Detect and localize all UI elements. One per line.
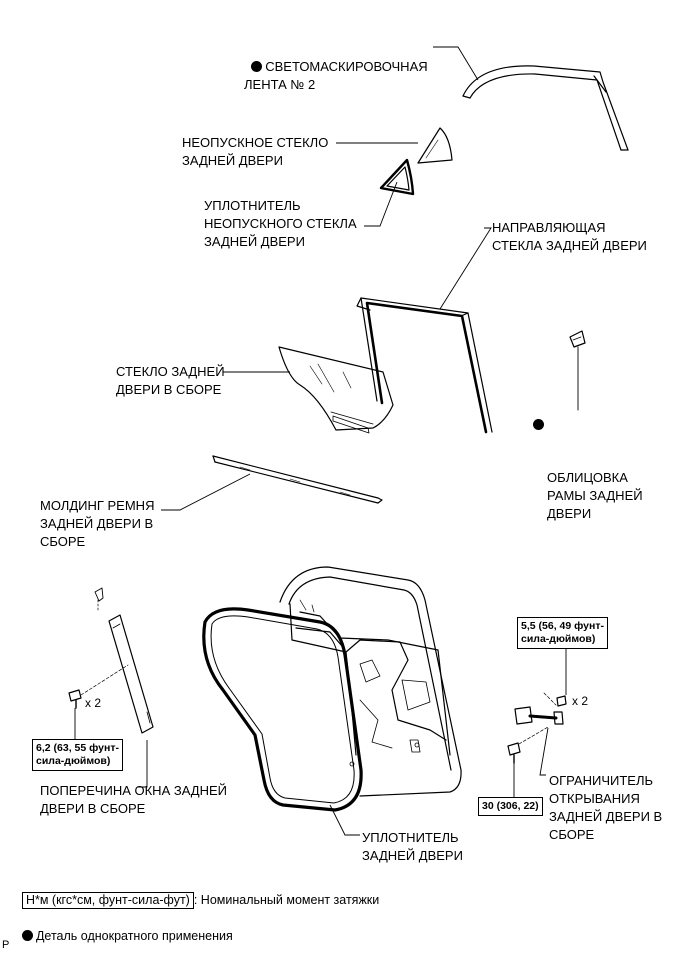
label-glass-run: НАПРАВЛЯЮЩАЯ СТЕКЛА ЗАДНЕЙ ДВЕРИ [492,220,647,253]
fixed-glass-seal-part [379,158,415,196]
weatherstrip-part [202,607,363,812]
leader-fixed-glass-seal [364,181,398,227]
single-use-marker-icon [251,61,263,72]
door-panel [279,566,462,797]
label-frame-garnish-text: ОБЛИЦОВКА РАМЫ ЗАДНЕЙ ДВЕРИ [547,470,643,521]
fixed-glass-sheen [425,139,439,159]
legend-single-use-text: Деталь однократного применения [35,929,233,943]
label-division-bar: ПОПЕРЕЧИНА ОКНА ЗАДНЕЙ ДВЕРИ В СБОРЕ [40,783,228,816]
belt-moulding-part [212,455,383,504]
legend-unit-box: Н*м (кгс*см, фунт-сила-фут) [21,892,194,909]
quantity-multiplier: x 2 [572,694,589,708]
legend-single-use: Деталь однократного применения [15,909,233,945]
legend-torque: Н*м (кгс*см, фунт-сила-фут): Номинальный… [15,873,379,909]
label-weatherstrip: УПЛОТНИТЕЛЬ ЗАДНЕЙ ДВЕРИ [362,830,463,863]
door-glass-part [278,346,394,434]
label-fixed-glass: НЕОПУСКНОЕ СТЕКЛО ЗАДНЕЙ ДВЕРИ [182,135,329,168]
division-bar-part [68,587,154,734]
label-frame-garnish: ОБЛИЦОВКА РАМЫ ЗАДНЕЙ ДВЕРИ [533,415,643,541]
leader-glass-run [439,227,492,310]
leader-division-bar [138,740,148,788]
leader-weatherstrip [329,804,360,836]
torque-box: 5,5 (56, 49 фунт- сила-дюймов) [517,617,608,649]
single-use-marker-icon [21,930,33,941]
leader-belt-moulding [161,473,251,511]
glass-run-part [356,297,493,434]
legend-unit-text: : Номинальный момент затяжки [193,893,380,907]
torque-box: 6,2 (63, 55 фунт- сила-дюймов) [32,739,123,771]
torque-box: 30 (306, 22) [478,797,543,816]
footer-code: P [2,939,10,951]
single-use-marker-icon [533,419,544,430]
frame-garnish-part [569,330,586,411]
leader-tape [433,46,479,81]
leader-check-assy [539,727,549,776]
label-fixed-glass-seal: УПЛОТНИТЕЛЬ НЕОПУСКНОГО СТЕКЛА ЗАДНЕЙ ДВ… [204,198,357,249]
label-door-glass: СТЕКЛО ЗАДНЕЙ ДВЕРИ В СБОРЕ [116,364,225,397]
label-belt-moulding: МОЛДИНГ РЕМНЯ ЗАДНЕЙ ДВЕРИ В СБОРЕ [40,498,155,549]
door-check-part [507,692,567,764]
fixed-glass-part [417,127,453,164]
label-tape-text: СВЕТОМАСКИРОВОЧНАЯ ЛЕНТА № 2 [244,59,428,92]
leader-lines [74,46,567,836]
tape-part [462,65,629,151]
label-tape: СВЕТОМАСКИРОВОЧНАЯ ЛЕНТА № 2 [244,40,428,94]
quantity-multiplier: x 2 [85,696,102,710]
label-check-assy: ОГРАНИЧИТЕЛЬ ОТКРЫВАНИЯ ЗАДНЕЙ ДВЕРИ В С… [549,773,663,842]
